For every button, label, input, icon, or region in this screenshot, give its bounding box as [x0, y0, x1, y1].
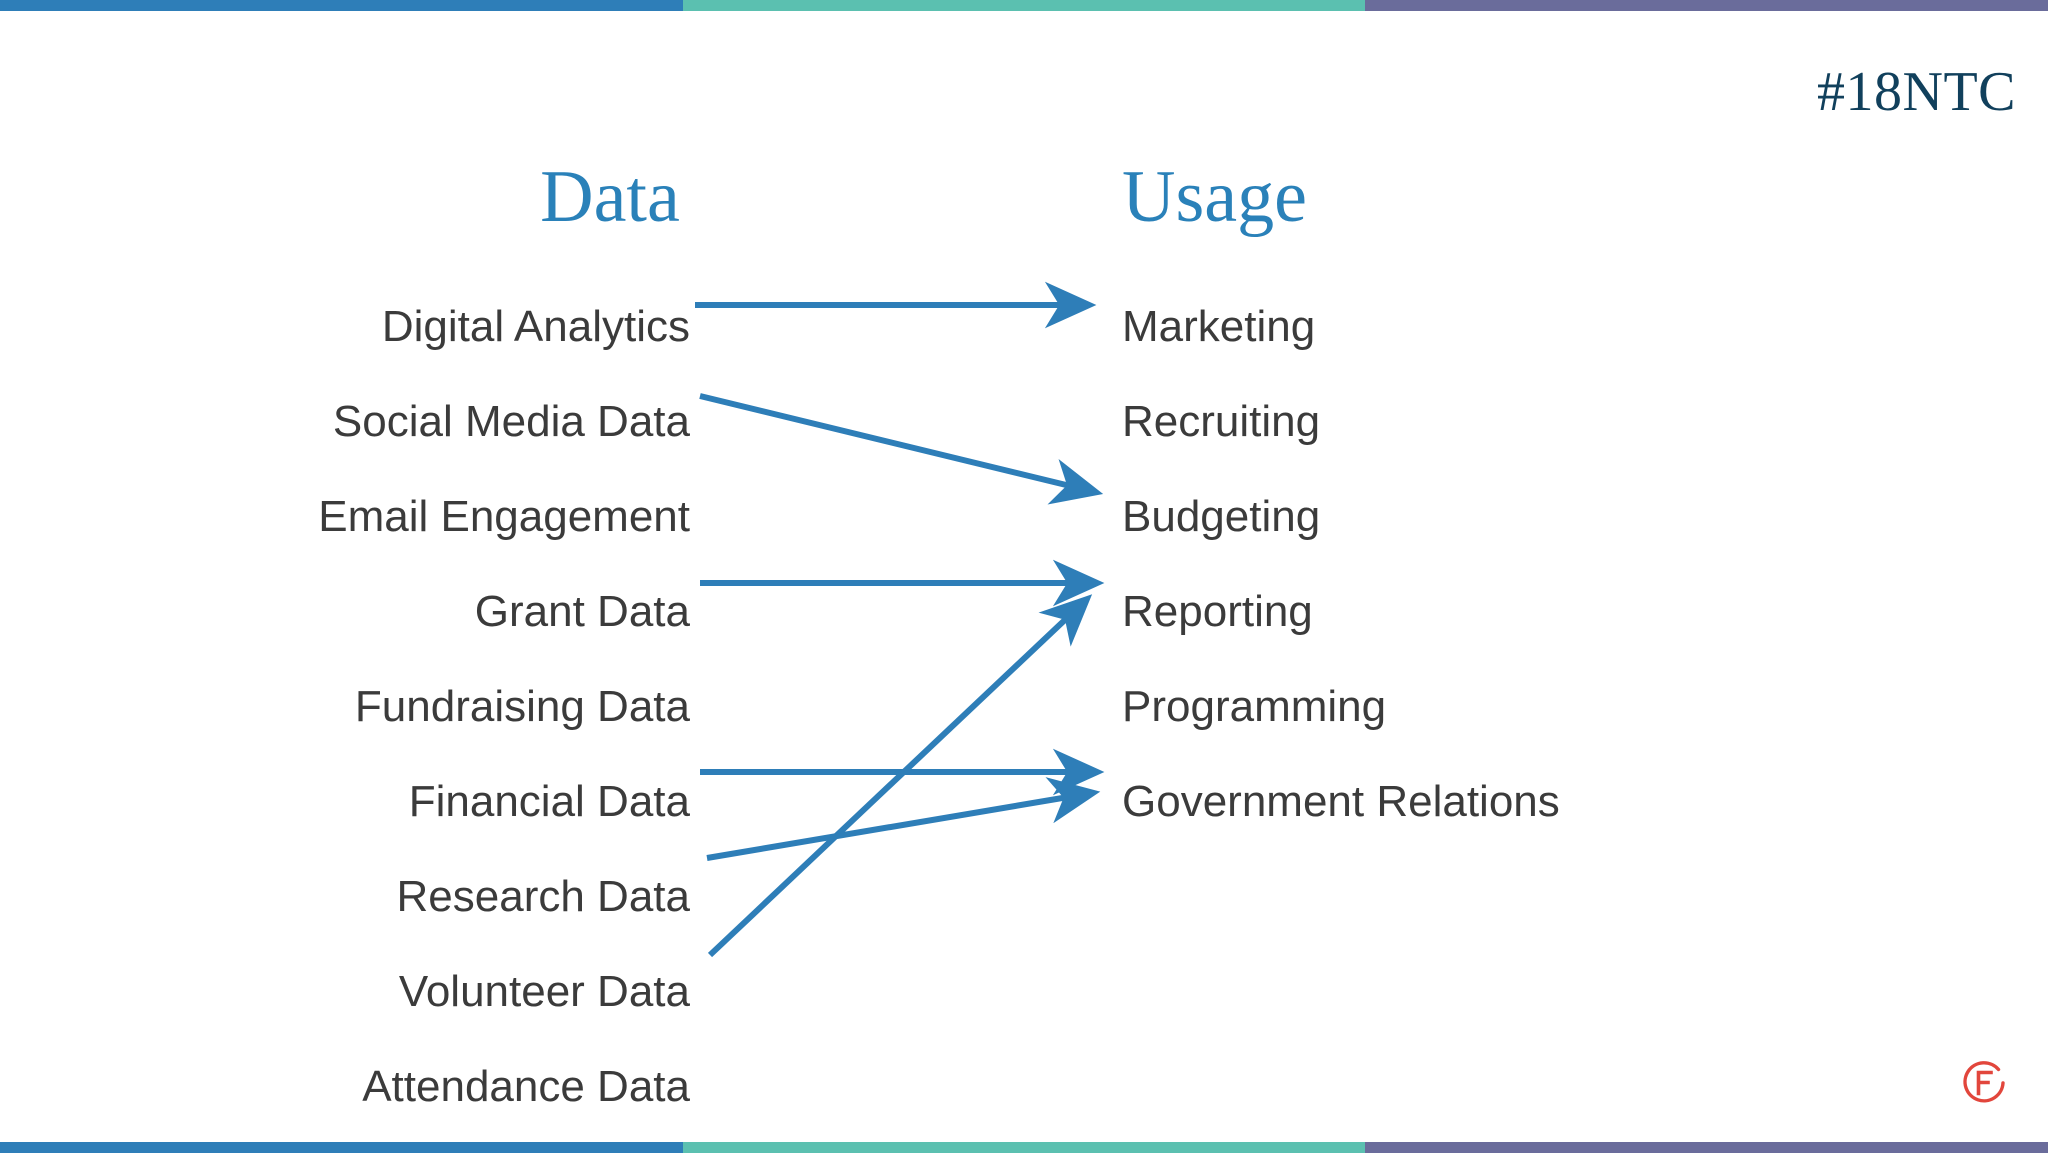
- list-item: Recruiting: [1122, 397, 1321, 446]
- bottom-bar-segment-blue: [0, 1142, 683, 1153]
- list-item: Government Relations: [1122, 777, 1560, 826]
- list-item: Email Engagement: [318, 492, 690, 541]
- bottom-color-bar: [0, 1142, 2048, 1153]
- list-item: Attendance Data: [362, 1062, 690, 1111]
- list-item: Budgeting: [1122, 492, 1321, 541]
- list-item: Financial Data: [408, 777, 690, 826]
- top-color-bar: [0, 0, 2048, 11]
- column-header-data: Data: [540, 156, 680, 238]
- top-bar-segment-blue: [0, 0, 683, 11]
- list-item: Research Data: [396, 872, 690, 921]
- circled-f-logo-icon: [1963, 1061, 2005, 1103]
- connector-arrow: [699, 393, 1104, 505]
- bottom-bar-segment-purple: [1365, 1142, 2048, 1153]
- top-bar-segment-teal: [683, 0, 1365, 11]
- list-item: Volunteer Data: [398, 967, 690, 1016]
- list-item: Grant Data: [474, 587, 690, 636]
- list-item: Programming: [1122, 682, 1387, 731]
- bottom-bar-segment-teal: [683, 1142, 1365, 1153]
- connector-arrow: [707, 594, 1093, 958]
- list-item: Marketing: [1122, 302, 1316, 351]
- list-item: Fundraising Data: [354, 682, 690, 731]
- data-column-list: Digital Analytics Social Media Data Emai…: [150, 279, 690, 1134]
- list-item: Digital Analytics: [381, 302, 690, 351]
- column-header-usage: Usage: [1122, 156, 1307, 238]
- top-bar-segment-purple: [1365, 0, 2048, 11]
- list-item: Social Media Data: [332, 397, 690, 446]
- connector-arrow: [706, 777, 1101, 861]
- usage-column-list: Marketing Recruiting Budgeting Reporting…: [1122, 279, 1902, 849]
- conference-hashtag: #18NTC: [1817, 61, 2016, 123]
- list-item: Reporting: [1122, 587, 1313, 636]
